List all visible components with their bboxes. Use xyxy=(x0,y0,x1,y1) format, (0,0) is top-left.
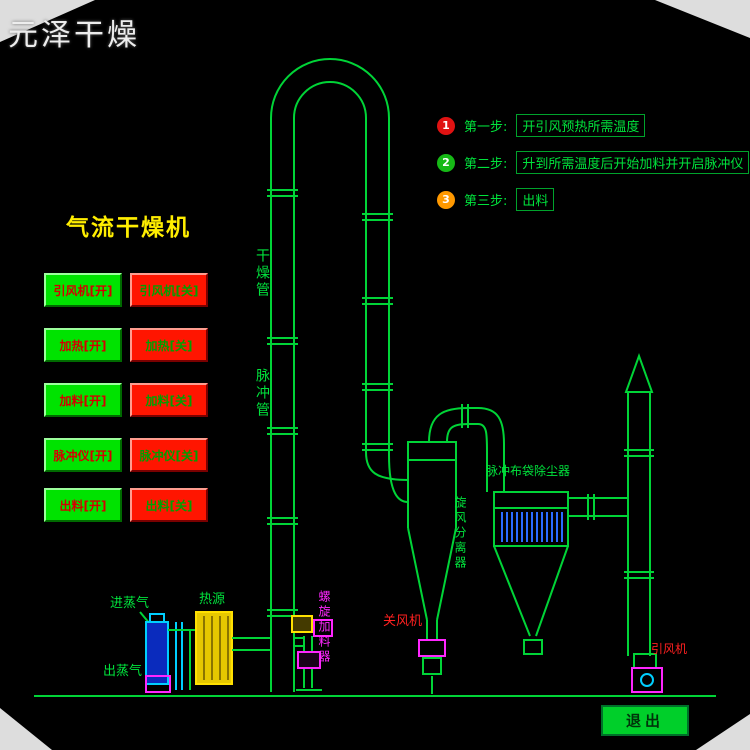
heat-on-button[interactable]: 加热[开] xyxy=(44,328,122,362)
pulse-on-button[interactable]: 脉冲仪[开] xyxy=(44,438,122,472)
induced-fan-label: 引风机 xyxy=(651,642,688,656)
heater-unit xyxy=(139,611,271,693)
steam-out-label: 出蒸气 xyxy=(103,664,143,679)
feed-off-button[interactable]: 加料[关] xyxy=(130,383,208,417)
main-pipe xyxy=(267,58,409,692)
drying-pipe-label: 干燥管 xyxy=(254,248,270,299)
discharge-off-button[interactable]: 出料[关] xyxy=(130,488,208,522)
step-1-name: 第一步: xyxy=(464,120,508,135)
bag-filter xyxy=(493,491,628,655)
stack-and-fan xyxy=(624,353,663,693)
step-3-desc: 出料 xyxy=(516,188,555,211)
fan-off-button[interactable]: 引风机[关] xyxy=(130,273,208,307)
step-3-badge: 3 xyxy=(437,190,455,209)
feed-on-button[interactable]: 加料[开] xyxy=(44,383,122,417)
step-2: 2 第二步: 升到所需温度后开始加料并开启脉冲仪 xyxy=(437,151,750,174)
fan-on-button[interactable]: 引风机[开] xyxy=(44,273,122,307)
exit-button[interactable]: 退出 xyxy=(601,705,689,736)
step-3: 3 第三步: 出料 xyxy=(437,188,555,211)
cyclone-label: 旋风分离器 xyxy=(453,496,467,571)
heat-off-button[interactable]: 加热[关] xyxy=(130,328,208,362)
step-1-desc: 开引风预热所需温度 xyxy=(516,114,646,137)
screw-feeder-unit xyxy=(291,615,333,691)
pulse-pipe-label: 脉冲管 xyxy=(254,368,270,419)
discharge-on-button[interactable]: 出料[开] xyxy=(44,488,122,522)
steam-in-label: 进蒸气 xyxy=(110,596,150,611)
step-1-badge: 1 xyxy=(437,116,455,135)
step-3-name: 第三步: xyxy=(464,194,508,209)
rotary-valve-label: 关风机 xyxy=(383,614,423,629)
vendor-watermark: 元泽干燥 xyxy=(8,18,140,53)
screw-feeder-label: 螺旋加料器 xyxy=(317,590,331,665)
cyclone-separator xyxy=(407,404,505,694)
step-2-name: 第二步: xyxy=(464,157,508,172)
step-2-desc: 升到所需温度后开始加料并开启脉冲仪 xyxy=(516,151,750,174)
page-title: 气流干燥机 xyxy=(66,215,191,241)
pulse-off-button[interactable]: 脉冲仪[关] xyxy=(130,438,208,472)
step-2-badge: 2 xyxy=(437,153,455,172)
step-1: 1 第一步: 开引风预热所需温度 xyxy=(437,114,646,137)
heat-source-label: 热源 xyxy=(199,592,226,607)
bag-filter-label: 脉冲布袋除尘器 xyxy=(486,464,571,478)
